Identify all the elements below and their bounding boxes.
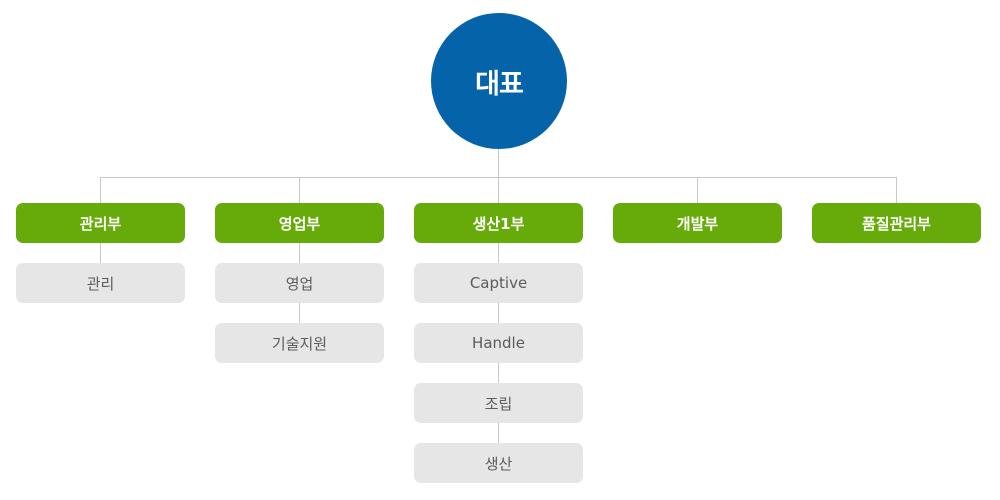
root-node-ceo: 대표 [431,13,567,149]
dept-connector-5 [896,177,897,204]
root-connector [498,149,499,177]
dept-connector-3 [498,177,499,204]
sub-node-sales: 영업 [215,263,384,303]
dept-connector-1 [100,177,101,204]
sub-node-management: 관리 [16,263,185,303]
sub-connector [498,243,499,264]
sub-connector [498,303,499,324]
sub-connector [299,303,300,324]
sub-connector [299,243,300,264]
sub-node-captive: Captive [414,263,583,303]
sub-connector [498,423,499,444]
sub-node-handle: Handle [414,323,583,363]
sub-node-production: 생산 [414,443,583,483]
dept-node-quality-management: 품질관리부 [812,203,981,243]
sub-node-assembly: 조립 [414,383,583,423]
dept-connector-4 [697,177,698,204]
dept-node-production-1: 생산1부 [414,203,583,243]
dept-node-development: 개발부 [613,203,782,243]
dept-connector-2 [299,177,300,204]
dept-node-sales: 영업부 [215,203,384,243]
sub-connector [100,243,101,264]
dept-node-management: 관리부 [16,203,185,243]
sub-node-technical-support: 기술지원 [215,323,384,363]
sub-connector [498,363,499,384]
